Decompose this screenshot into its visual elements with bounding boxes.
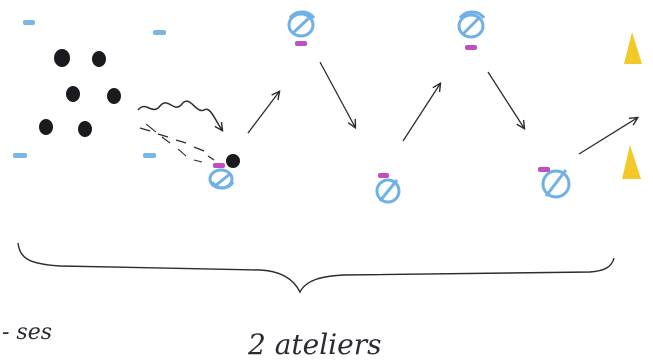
- brace-icon: [17, 242, 615, 294]
- pass-arrow-icon: [319, 61, 355, 127]
- bib-icon: [295, 41, 307, 46]
- cone-icon: [622, 145, 641, 179]
- player-icon: [375, 178, 401, 204]
- player-icon: [457, 10, 486, 39]
- ball-group: [39, 49, 121, 137]
- ball-icon: [92, 51, 106, 67]
- ball-icon: [226, 154, 240, 168]
- ball-icon: [78, 121, 92, 137]
- ball-icon: [39, 119, 53, 135]
- marker-icon: [13, 153, 27, 158]
- ball-icon: [54, 49, 70, 67]
- marker-icon: [143, 153, 156, 158]
- bib-icon: [465, 45, 477, 50]
- pass-arrow-icon: [402, 84, 440, 142]
- pass-arrow-icon: [578, 118, 637, 155]
- marker-icon: [23, 20, 35, 25]
- dribble-path-icon: [137, 100, 222, 130]
- player-icon: [287, 10, 316, 38]
- boundary-markers: [13, 20, 166, 158]
- pass-arrow-icon: [487, 71, 524, 128]
- label-left-fragment: - ses: [2, 320, 52, 345]
- run-path-icon: [145, 123, 203, 163]
- caption-ateliers: 2 ateliers: [247, 328, 381, 361]
- pass-arrow-icon: [247, 92, 279, 134]
- marker-icon: [153, 30, 166, 35]
- run-path-icon: [139, 127, 215, 161]
- player-icon: [208, 168, 235, 190]
- bib-icon: [213, 163, 225, 168]
- pass-arrows: [247, 61, 637, 155]
- cone-icon: [624, 32, 642, 64]
- bib-icon: [538, 167, 550, 172]
- bib-icon: [378, 173, 389, 178]
- ball-icon: [107, 88, 121, 104]
- ball-icon: [66, 86, 80, 102]
- player-icon: [541, 169, 571, 199]
